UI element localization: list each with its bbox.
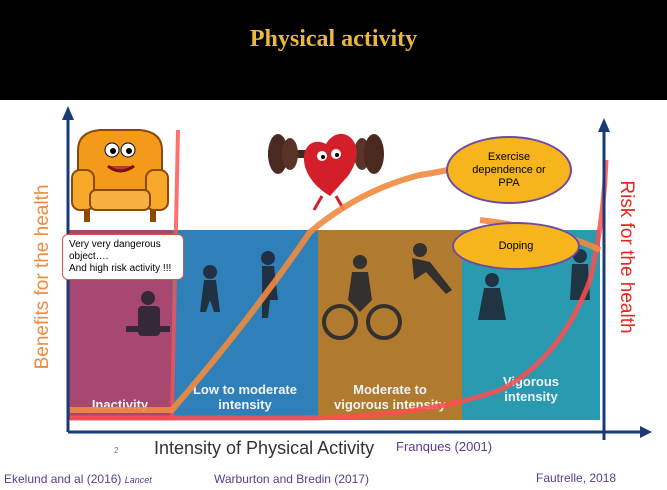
heart-dumbbell-icon	[268, 133, 384, 211]
citation-ekelund: Ekelund and al (2016) Lancet	[4, 472, 152, 486]
exercise-dependence-bubble: Exercise dependence or PPA	[446, 136, 572, 204]
callout-line-2: And high risk activity !!!	[69, 263, 172, 274]
citation-warburton: Warburton and Bredin (2017)	[214, 472, 369, 486]
citation-franques: Franques (2001)	[396, 439, 493, 454]
doping-bubble: Doping	[452, 222, 580, 270]
panel-label: Low to moderate intensity	[192, 382, 297, 412]
doping-text: Doping	[498, 239, 534, 252]
x-axis-label: Intensity of Physical Activity	[154, 438, 375, 458]
citation-fautrelle: Fautrelle, 2018	[536, 471, 617, 485]
title-bar: Physical activity	[0, 0, 667, 100]
citation-ekelund-text: Ekelund and al (2016)	[4, 472, 122, 486]
page-title: Physical activity	[249, 26, 418, 52]
armchair-icon	[70, 129, 170, 224]
people-silhouettes	[126, 243, 590, 340]
y-axis-right-label: Risk for the health	[616, 180, 637, 334]
exercise-dependence-text: Exercise dependence or PPA	[472, 150, 546, 189]
citation-ekelund-journal: Lancet	[124, 475, 152, 485]
y-axis-left-label: Benefits for the health	[32, 184, 53, 370]
page-number: 2	[114, 446, 119, 455]
danger-callout: Very very dangerous object…. And high ri…	[62, 234, 184, 280]
risk-curve	[70, 159, 609, 421]
callout-line-1: Very very dangerous object….	[69, 239, 161, 262]
